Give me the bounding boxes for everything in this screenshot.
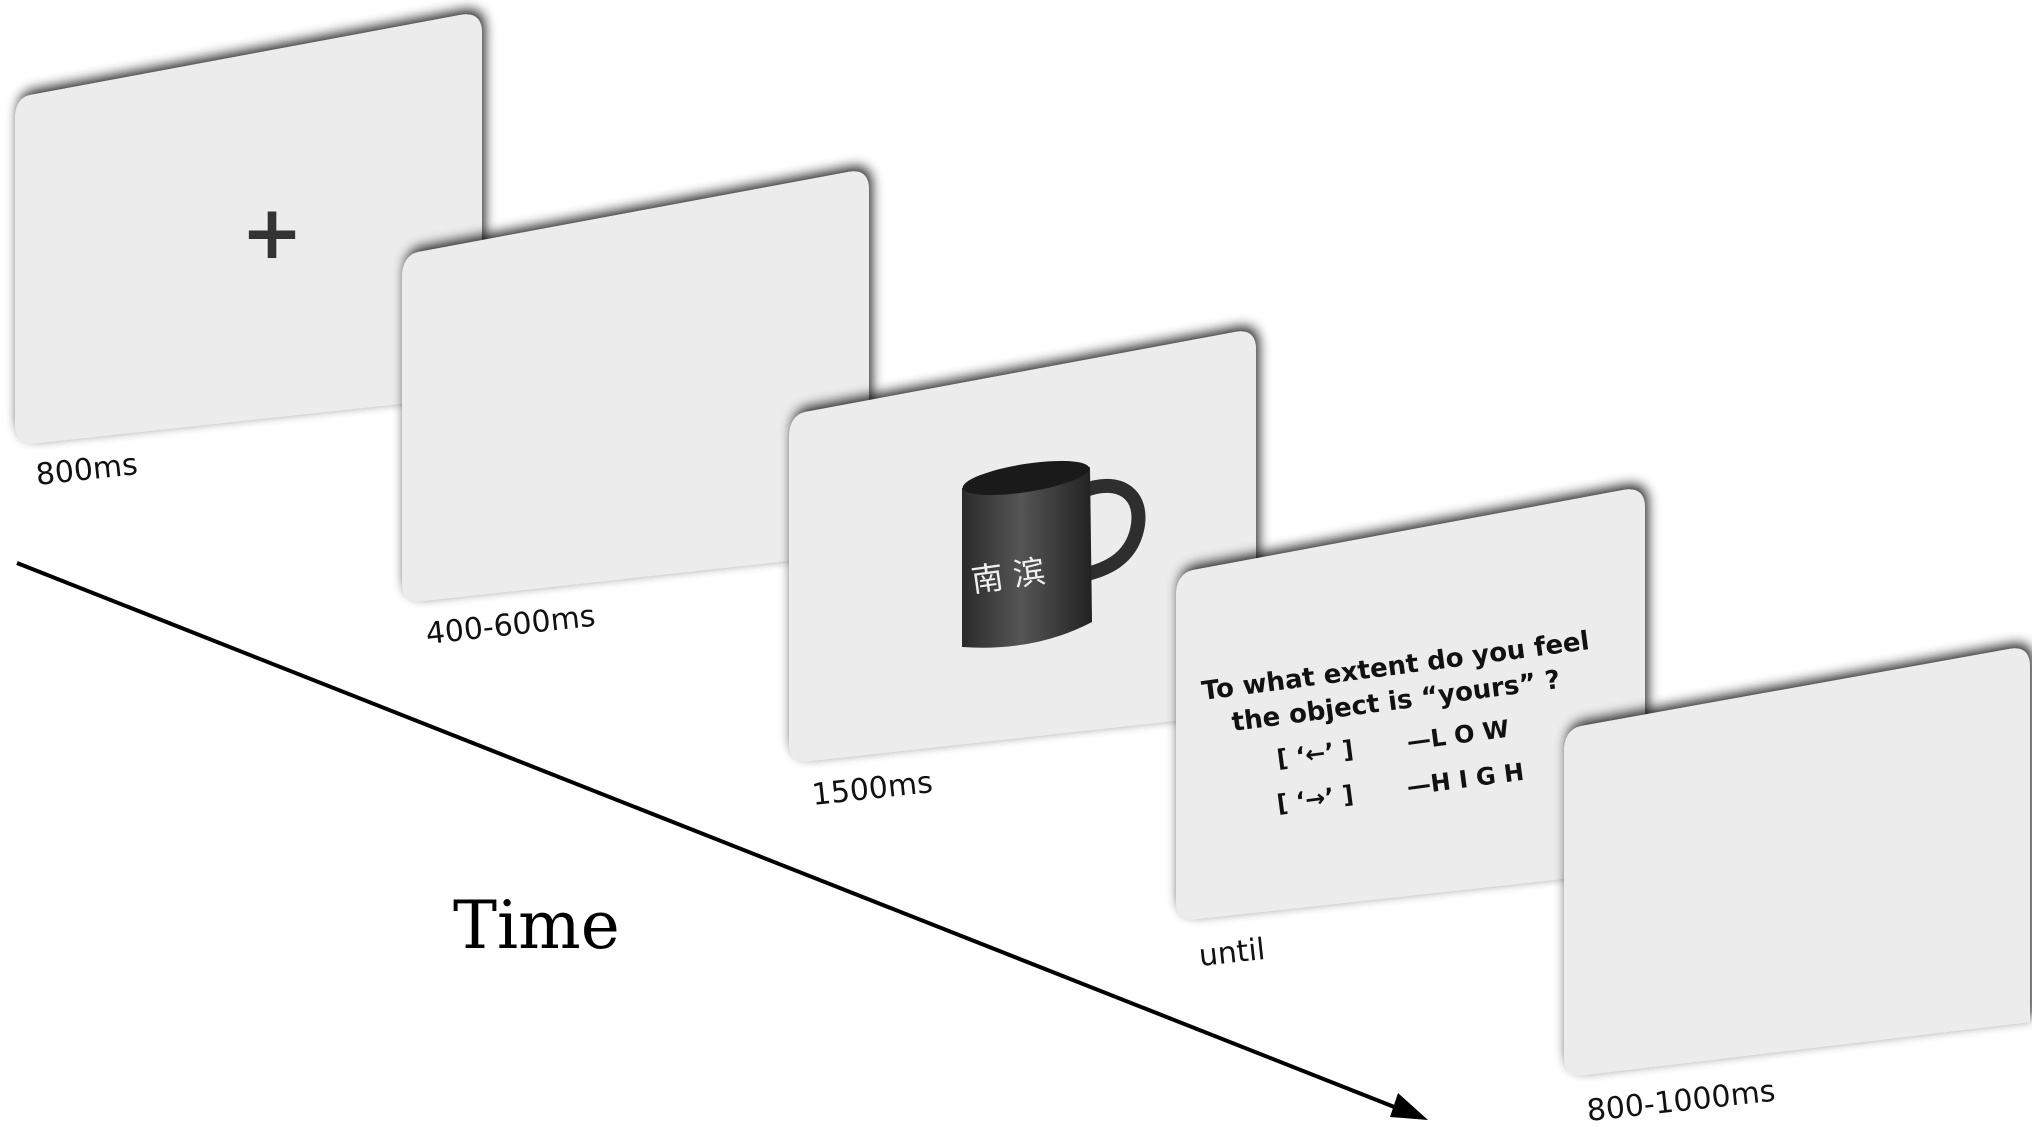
fixation-cross: + — [241, 190, 303, 276]
time-label: Time — [453, 887, 620, 964]
duration-label-blank: 400-600ms — [424, 599, 597, 652]
screen-object: 南 滨 — [789, 331, 1256, 762]
screen-blank-iti — [1564, 648, 2030, 1076]
screen-rating: To what extent do you feel the object is… — [1176, 489, 1645, 920]
mug-image: 南 滨 — [962, 460, 1146, 648]
screen-fixation: + — [15, 14, 482, 444]
duration-label-rating: until — [1197, 932, 1267, 974]
screen-blank — [402, 171, 869, 602]
duration-label-blank-iti: 800-1000ms — [1585, 1074, 1777, 1127]
duration-label-object: 1500ms — [810, 765, 934, 813]
duration-label-fixation: 800ms — [34, 447, 139, 493]
time-arrow — [16, 561, 1428, 1120]
